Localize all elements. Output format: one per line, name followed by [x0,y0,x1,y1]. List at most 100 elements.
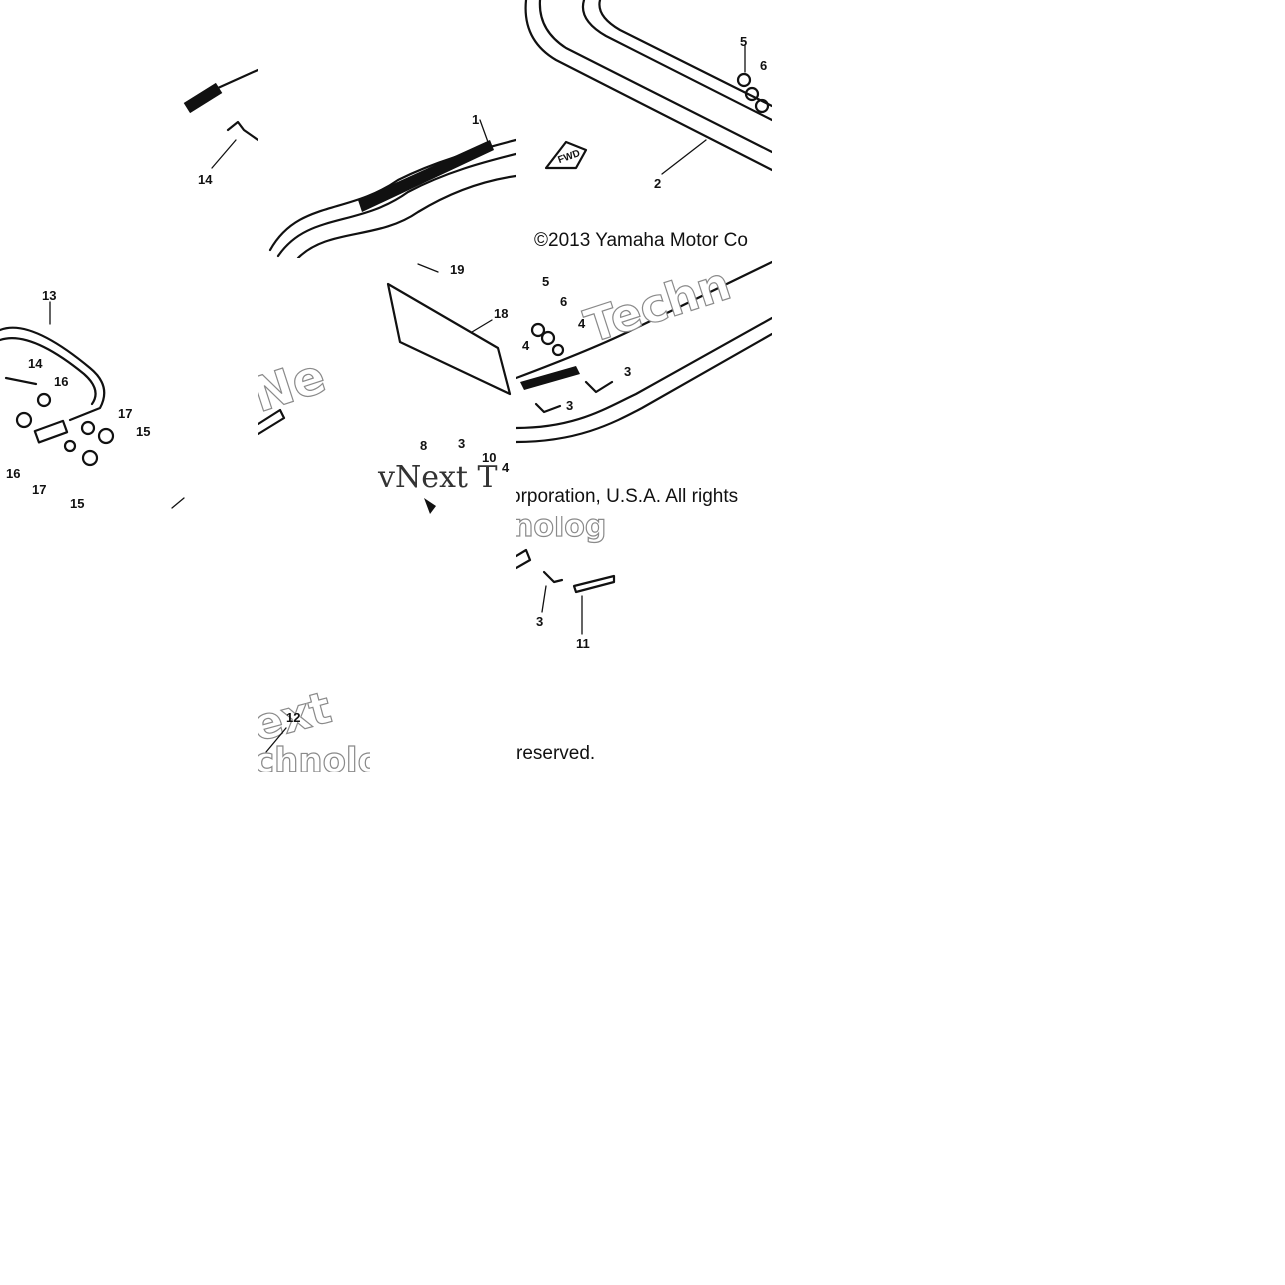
washer-17 [80,420,96,436]
trim-strip-1 [358,140,494,212]
tile-bottom-left-drawing: ext 12 chnolog [258,682,370,772]
washer-6b [754,98,770,114]
watermark-serif-text: vNext T [378,460,498,495]
tile-top-left-drawing: 14 [183,68,258,187]
tile-top-right-drawing: FWD 5 6 2 [524,0,772,191]
tile-middle-left: 13 14 16 16 17 15 17 15 [0,258,258,516]
callout-6: 6 [760,58,767,73]
tile-top-left: 14 [0,0,258,258]
tile-top-middle-drawing: 1 [268,112,516,258]
rod-grip-shape [183,82,223,114]
watermark-techn: Techn [578,258,737,353]
tile-center: 19 18 8 3 10 4 vNe vNext T [258,258,516,516]
clip-8 [424,498,436,514]
fragment-bracket [516,548,532,570]
leader-14 [211,139,237,169]
frame-inner [581,0,772,122]
callout-16b: 16 [6,466,20,481]
callout-8: 8 [420,438,427,453]
callout-19: 19 [450,262,464,277]
tile-bottom-left: ext 12 chnolog [258,516,370,772]
callout-2: 2 [654,176,661,191]
nut-16b [15,411,33,429]
copyright-line-2: orporation, U.S.A. All rights [516,486,739,507]
leader-19 [417,263,439,273]
rail-top [516,260,772,380]
fragment-piece [258,408,286,436]
washer-4 [551,343,565,357]
watermark-vne: vNe [258,348,332,433]
callout-3d: 3 [536,614,543,629]
nut-15 [97,427,115,445]
tile-middle-right: 5 6 4 4 3 3 Techn orporation, U.S.A. All… [516,258,772,516]
frame-mid [538,0,772,154]
watermark-chnolog: chnolog [258,741,370,772]
bolt-14-shape [226,120,258,142]
leader-3d [541,585,547,613]
callout-14: 14 [198,172,213,187]
callout-11: 11 [576,636,590,651]
nut-15b [81,449,99,467]
copyright-line-1: ©2013 Yamaha Motor Co [534,230,748,251]
callout-6b: 6 [560,294,567,309]
handle-13-inner [0,337,97,406]
tile-middle-left-drawing: 13 14 16 16 17 15 17 15 [0,288,185,511]
rail-inner [276,152,516,258]
handle-13-outer [0,326,106,422]
callout-10: 10 [482,450,496,465]
callout-14b: 14 [28,356,43,371]
callout-17: 17 [118,406,132,421]
callout-4a: 4 [578,316,586,331]
callout-12: 12 [286,710,300,725]
fragment-line [171,497,185,509]
callout-17b: 17 [32,482,46,497]
frame-inner-2 [598,0,772,108]
nut-5 [736,72,752,88]
tile-top-middle: 1 [258,0,516,258]
tile-top-right: FWD 5 6 2 ©2013 Yamaha Motor Co [516,0,772,258]
callout-16: 16 [54,374,68,389]
bolt-3b [534,402,562,414]
fwd-arrow-shape [544,140,588,170]
callout-15: 15 [136,424,150,439]
strip-11 [572,574,616,594]
callout-5: 5 [740,34,747,49]
leader-18 [471,319,493,333]
rail-lower-2 [516,332,772,444]
bolt-3a [584,380,614,394]
trim-strip [520,366,580,390]
watermark-nolog: nolog [516,516,606,544]
copyright-line-3: reserved. [516,743,596,764]
panel-18 [386,282,512,396]
callout-18: 18 [494,306,508,321]
tile-bottom-right: nolog 3 11 reserved. [516,516,616,772]
washer-16 [36,392,52,408]
leader-1 [479,119,489,143]
leader-12 [265,727,287,753]
bolt-14b [4,376,38,386]
nut-5b [530,322,546,338]
washer-6 [744,86,760,102]
callout-3c: 3 [458,436,465,451]
callout-4c: 4 [502,460,510,475]
rail-lower [516,316,772,430]
callout-13: 13 [42,288,56,303]
tile-bottom-right-drawing: nolog 3 11 [516,516,616,651]
callout-3a: 3 [624,364,631,379]
washer-6b [540,330,556,346]
frame-outer [524,0,772,172]
bracket-shape [33,419,69,444]
callout-4b: 4 [522,338,530,353]
callout-1: 1 [472,112,479,127]
washer-17b [63,439,77,453]
rail-lower [296,174,516,258]
callout-5b: 5 [542,274,549,289]
bolt-3d [542,570,564,584]
callout-3b: 3 [566,398,573,413]
callout-15b: 15 [70,496,84,511]
tile-center-drawing: 19 18 8 3 10 4 vNe [258,262,512,514]
leader-2 [661,139,707,175]
rod-line [216,68,258,90]
tile-middle-right-drawing: 5 6 4 4 3 3 Techn [516,258,772,444]
